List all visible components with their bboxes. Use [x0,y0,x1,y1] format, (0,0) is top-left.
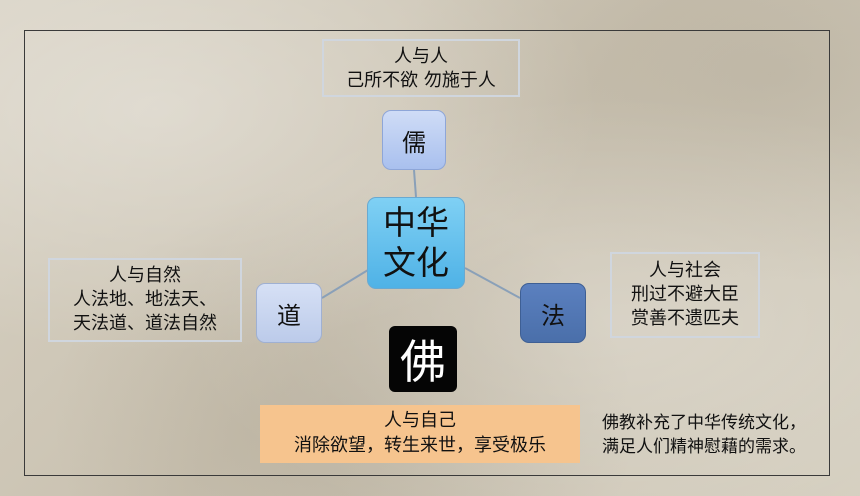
note-line: 满足人们精神慰藉的需求。 [602,437,806,457]
node-legalism: 法 [520,283,586,343]
connector-center-dao [321,269,369,299]
relation-title: 人与人 [394,46,448,67]
node-label: 佛 [400,335,446,389]
relation-box-person-society: 人与社会 刑过不避大臣 赏善不遗匹夫 [610,252,760,338]
relation-box-person-person: 人与人 己所不欲 勿施于人 [322,39,520,97]
relation-title: 人与自然 [109,265,181,286]
relation-box-person-self: 人与自己 消除欲望，转生来世，享受极乐 [260,405,580,463]
connector-center-ru [413,169,417,198]
node-confucianism: 儒 [382,110,446,170]
node-label: 中华 [383,203,449,242]
relation-text: 人法地、地法天、 [73,289,217,310]
relation-text: 刑过不避大臣 [631,284,739,305]
node-label: 文化 [383,243,449,282]
connector-center-fa [464,267,521,299]
node-label: 道 [277,301,301,330]
node-label: 法 [541,301,565,330]
relation-text: 消除欲望，转生来世，享受极乐 [294,435,546,456]
relation-title: 人与社会 [649,260,721,281]
node-buddhism: 佛 [389,326,457,392]
relation-text: 赏善不遗匹夫 [631,308,739,329]
node-label: 儒 [402,128,426,157]
buddhism-note: 佛教补充了中华传统文化， 满足人们精神慰藉的需求。 [602,411,806,459]
relation-box-person-nature: 人与自然 人法地、地法天、 天法道、道法自然 [48,258,242,342]
relation-text: 天法道、道法自然 [73,313,217,334]
note-line: 佛教补充了中华传统文化， [602,413,806,433]
node-chinese-culture: 中华 文化 [367,197,465,289]
slide-frame [24,30,830,476]
node-taoism: 道 [256,283,322,343]
relation-title: 人与自己 [384,410,456,431]
relation-text: 己所不欲 勿施于人 [346,70,496,91]
